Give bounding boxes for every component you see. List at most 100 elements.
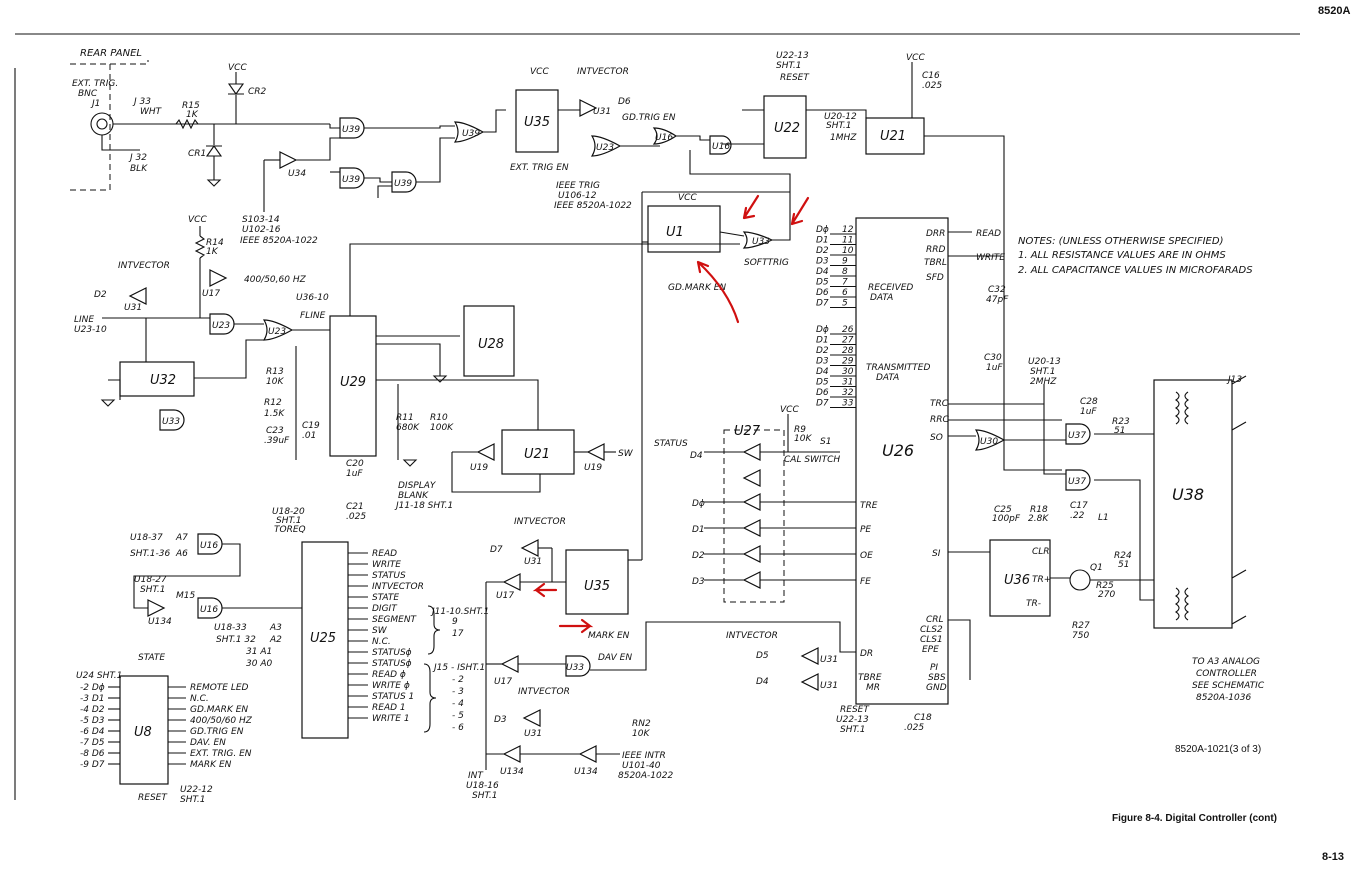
u8-out-label: GD.TRIG EN bbox=[190, 727, 244, 737]
cls1-label: CLS1 bbox=[920, 635, 943, 645]
r18-label: R18 bbox=[1030, 505, 1048, 515]
received-data-label: RECEIVED bbox=[868, 283, 913, 293]
c16-label: C16 bbox=[922, 71, 940, 81]
cr1-diode-icon bbox=[205, 145, 223, 157]
u25-out-label: WRITE bbox=[372, 560, 401, 570]
rn2-value: 10K bbox=[632, 729, 650, 739]
u26-rx-pin: 8 bbox=[842, 267, 848, 277]
c16-value: .025 bbox=[922, 81, 942, 91]
c19-value: .01 bbox=[302, 431, 316, 441]
drawing-number: 8520A-1021(3 of 3) bbox=[1175, 744, 1261, 755]
u22-reset-label: RESET bbox=[780, 73, 810, 83]
u29-label: U29 bbox=[340, 375, 366, 390]
u26-rx-pin: 9 bbox=[842, 257, 848, 267]
u26-tx-label: D6 bbox=[816, 388, 829, 398]
u31-top-label: U31 bbox=[593, 107, 611, 117]
s103-label: S103-14 bbox=[242, 215, 280, 225]
r15-label: R15 bbox=[182, 101, 200, 111]
j32-blk-label: BLK bbox=[130, 164, 148, 174]
diodes: VCC CR2 CR1 bbox=[188, 63, 267, 187]
r11-value: 680K bbox=[396, 423, 420, 433]
transformer-1-icon bbox=[1175, 391, 1180, 425]
tbrl-label: TBRL bbox=[924, 258, 947, 268]
u26-rx-label: D4 bbox=[816, 267, 829, 277]
u25-out-label: READ bbox=[372, 549, 397, 559]
u20-12-label: U20-12 bbox=[824, 112, 857, 122]
state-label: STATE bbox=[138, 653, 165, 663]
s1-label: S1 bbox=[820, 437, 831, 447]
toreq-label: TOREQ bbox=[274, 525, 306, 535]
u25-out-label: SEGMENT bbox=[372, 615, 418, 625]
u23-top: U23 GD.TRIG EN IEEE TRIG U106-12 IEEE 85… bbox=[554, 113, 676, 211]
u26-tx-label: D2 bbox=[816, 346, 829, 356]
svg-text:VCC: VCC bbox=[530, 67, 549, 77]
svg-text:VCC: VCC bbox=[188, 215, 207, 225]
j11-num-9: 9 bbox=[452, 617, 458, 627]
pe-label: PE bbox=[860, 525, 871, 535]
u31-mid-label: U31 bbox=[124, 303, 142, 313]
cr2-label: CR2 bbox=[248, 87, 267, 97]
u8-in-label: -6 D4 bbox=[80, 727, 105, 737]
u19b-label: U19 bbox=[584, 463, 602, 473]
u25-out-label: STATUS bbox=[372, 571, 406, 581]
c19-label: C19 bbox=[302, 421, 320, 431]
drr-label: DRR bbox=[926, 229, 945, 239]
u26-rx-pin: 5 bbox=[842, 299, 848, 309]
u26-rx-pin: 10 bbox=[842, 246, 854, 256]
intvector-right-label: INTVECTOR bbox=[726, 631, 778, 641]
u37b-label: U37 bbox=[1068, 477, 1086, 487]
r13-label: R13 bbox=[266, 367, 284, 377]
u28-block: U28 bbox=[463, 305, 515, 377]
write-label: WRITE bbox=[976, 253, 1005, 263]
u32-label: U32 bbox=[150, 373, 176, 388]
u16a-label: U16 bbox=[655, 133, 673, 143]
sht1-36-label: SHT.1-36 bbox=[130, 549, 170, 559]
u36-10-label: U36-10 bbox=[296, 293, 329, 303]
hz-label: 400/50,60 HZ bbox=[244, 275, 307, 285]
pi-label: PI bbox=[930, 663, 938, 673]
u31-lower-label: U31 bbox=[524, 729, 542, 739]
u8-out-label: REMOTE LED bbox=[190, 683, 249, 693]
u25-out-label: DIGIT bbox=[372, 604, 398, 614]
u134-bottom-label: U134 bbox=[500, 767, 524, 777]
u26-tx-pin: 31 bbox=[842, 378, 853, 388]
received-data-label-2: DATA bbox=[870, 293, 893, 303]
cr2-diode-icon bbox=[227, 83, 245, 95]
u134-left-label: U134 bbox=[148, 617, 172, 627]
u25-out-label: READ ϕ bbox=[372, 670, 406, 680]
sfd-label: SFD bbox=[926, 273, 944, 283]
ieee3-label: 8520A-1022 bbox=[618, 771, 673, 781]
u29-block: U29 R13 10K R12 1.5K C23 .39uF C19 .01 R… bbox=[264, 243, 740, 522]
oe-label: OE bbox=[860, 551, 873, 561]
u26-rx-pin: 11 bbox=[842, 236, 853, 246]
c18-label: C18 bbox=[914, 713, 932, 723]
u8-out-label: MARK EN bbox=[190, 760, 232, 770]
d6-label: D6 bbox=[618, 97, 631, 107]
c17-value: .22 bbox=[1070, 511, 1085, 521]
u25-out-label: READ 1 bbox=[372, 703, 406, 713]
u8-in-label: -5 D3 bbox=[80, 716, 105, 726]
r12-value: 1.5K bbox=[264, 409, 285, 419]
page-number: 8-13 bbox=[1322, 851, 1344, 863]
u8-block: U8 STATE U24 SHT.1 -2 Dϕ-3 D1-4 D2-5 D3-… bbox=[76, 653, 253, 805]
j15-num-4: - 4 bbox=[452, 699, 464, 709]
u23c-label: U23 bbox=[268, 327, 286, 337]
j11-label: J11-18 SHT.1 bbox=[394, 501, 453, 511]
a6-label: A6 bbox=[175, 549, 188, 559]
mr-label: MR bbox=[866, 683, 880, 693]
r14-label: R14 bbox=[206, 238, 224, 248]
u31-right-b: U31 bbox=[820, 681, 838, 691]
transmitted-label-2: DATA bbox=[876, 373, 899, 383]
j15-num-3: - 3 bbox=[452, 687, 464, 697]
u18-20-label: U18-20 bbox=[272, 507, 305, 517]
c23-label: C23 bbox=[266, 426, 284, 436]
u18-16-label: U18-16 bbox=[466, 781, 499, 791]
u102-label: U102-16 bbox=[242, 225, 281, 235]
right-side: U30 U37 U37 U20-13 SHT.1 2MHZ C28 1uF R2… bbox=[974, 357, 1265, 703]
u36-clr-label: CLR bbox=[1032, 547, 1050, 557]
c30-value: 1uF bbox=[986, 363, 1003, 373]
u22-13-label: U22-13 bbox=[776, 51, 809, 61]
u8-label: U8 bbox=[134, 725, 152, 740]
